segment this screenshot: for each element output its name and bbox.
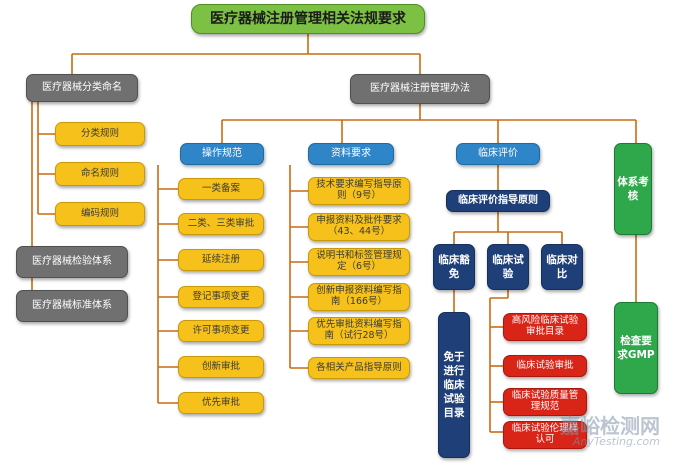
clinical-comparison-node: 临床对比 [541, 244, 583, 290]
ops-item-registration-change: 登记事项变更 [178, 286, 264, 308]
watermark-en: AnyTesting.com [572, 435, 660, 448]
gcp-node: 临床试验质量管理规范 [503, 388, 587, 416]
doc-item-product-guidelines: 各相关产品指导原则 [308, 357, 410, 379]
watermark: 嘉峪检测网 AnyTesting.com [560, 416, 660, 447]
system-assessment-node: 体系考核 [614, 143, 652, 235]
ethics-approval-node: 临床试验伦理样认可 [503, 421, 587, 449]
doc-item-innovation-guide: 创新申报资料编写指南（166号） [308, 283, 410, 311]
ops-item-priority-approval: 优先审批 [178, 392, 264, 414]
trial-approval-node: 临床试验审批 [503, 355, 587, 377]
diagram-title: 医疗器械注册管理相关法规要求 [191, 4, 425, 34]
classification-rules-node: 分类规则 [55, 122, 145, 146]
clinical-exempt-node: 临床豁免 [433, 244, 475, 290]
doc-item-tech-requirements: 技术要求编写指导原则（9号） [308, 177, 410, 205]
operations-header: 操作规范 [180, 143, 264, 165]
clinical-principle-node: 临床评价指导原则 [446, 190, 550, 212]
exempt-catalog-node: 免于进行临床试验目录 [438, 312, 470, 458]
doc-item-labeling-rules: 说明书和标签管理规定（6号） [308, 248, 410, 276]
standard-system-node: 医疗器械标准体系 [16, 290, 128, 322]
clinical-header: 临床评价 [456, 143, 540, 165]
high-risk-trial-catalog-node: 高风险临床试验审批目录 [503, 313, 587, 341]
registration-measures-node: 医疗器械注册管理办法 [350, 74, 490, 104]
ops-item-innovation-approval: 创新审批 [178, 356, 264, 378]
documents-header: 资料要求 [308, 143, 394, 165]
ops-item-class1-filing: 一类备案 [178, 178, 264, 200]
ops-item-class2-3-approval: 二类、三类审批 [178, 213, 264, 235]
inspection-system-node: 医疗器械检验体系 [16, 246, 128, 278]
doc-item-priority-guide: 优先审批资料编写指南（试行28号） [308, 317, 410, 345]
clinical-trial-node: 临床试验 [487, 244, 529, 290]
coding-rules-node: 编码规则 [55, 202, 145, 226]
ops-item-renewal: 延续注册 [178, 249, 264, 271]
doc-item-application-materials: 申报资料及批件要求（43、44号） [308, 213, 410, 241]
classification-naming-node: 医疗器械分类命名 [26, 74, 138, 102]
ops-item-license-change: 许可事项变更 [178, 320, 264, 342]
naming-rules-node: 命名规则 [55, 162, 145, 186]
watermark-cn: 嘉峪检测网 [560, 414, 660, 438]
gmp-inspection-node: 检查要求GMP [614, 302, 658, 394]
